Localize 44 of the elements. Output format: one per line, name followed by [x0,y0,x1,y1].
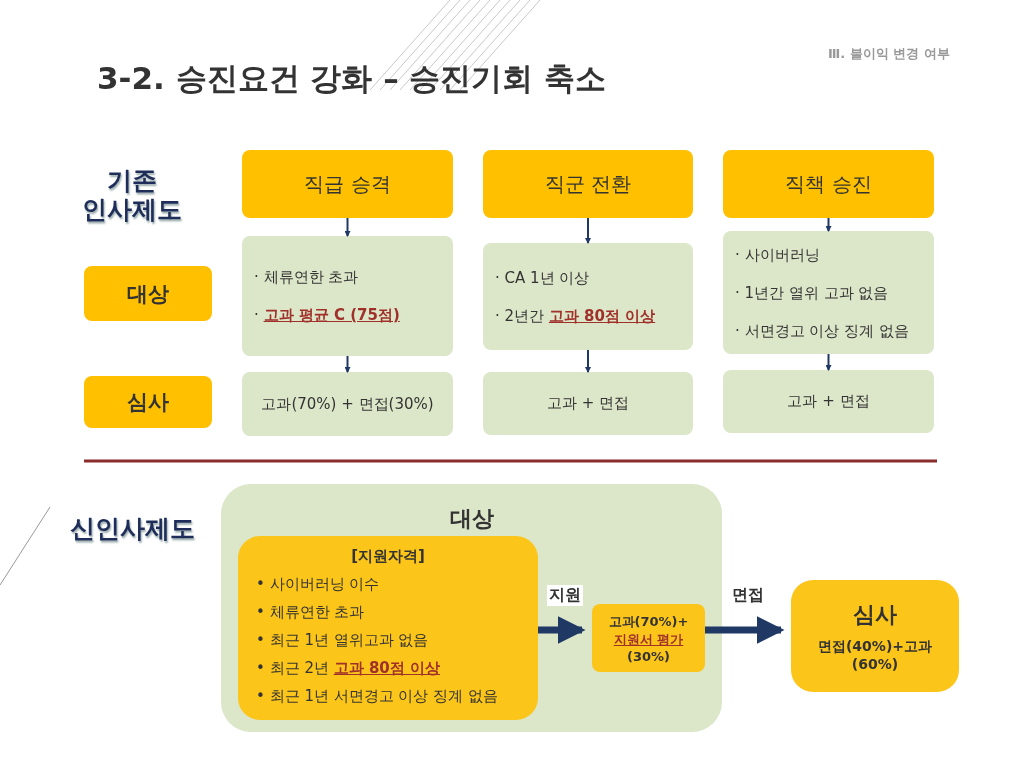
box-heading: 심사 [852,601,898,629]
bullet-text: · 고과 평균 C (75점) [254,305,401,326]
arrow [344,217,351,237]
review-box: 고과 + 면접 [483,372,693,435]
bullet-text: • 체류연한 초과 [255,601,366,623]
review-box: 고과(70%) + 면접(30%) [242,372,453,436]
arrow [585,349,591,373]
row-label-box: 대상 [84,266,212,321]
arrow [825,353,832,371]
score-box: 고과(70%)+ 지원서 평가 (30%) [592,604,705,672]
arrow [344,355,351,373]
bullet-text: · 체류연한 초과 [254,267,360,288]
bullet-text: · 사이버러닝 [735,244,821,266]
criteria-box [242,236,453,356]
section-label: Ⅲ. 불이익 변경 여부 [828,45,950,63]
arrow [825,217,832,232]
system-heading: 기존 인사제도 [81,166,183,224]
review-box [791,580,959,692]
header-box: 직군 전환 [483,150,693,218]
edge-label: 지원 [547,585,583,606]
bullet-text: · 서면경고 이상 징계 없음 [735,320,910,342]
page-title: 3-2. 승진요건 강화 – 승진기회 축소 [97,59,607,98]
system-heading: 신인사제도 [70,513,195,545]
arrow [538,616,586,644]
bullet-text: • 최근 1년 열위고과 없음 [255,629,430,651]
header-box: 직책 승진 [723,150,934,218]
row-label-box: 심사 [84,376,212,428]
score-text: 면접(40%)+고과 (60%) [816,638,933,672]
arrow [585,217,591,244]
bullet-text: • 최근 2년 고과 80점 이상 [255,657,442,679]
header-box: 직급 승격 [242,150,453,218]
bullet-text: • 사이버러닝 이수 [255,573,381,595]
panel-title: 대상 [448,505,495,533]
arrow [705,616,785,644]
bullet-text: · 1년간 열위 고과 없음 [735,282,890,304]
bullet-text: · CA 1년 이상 [495,267,591,289]
bullet-text: • 최근 1년 서면경고 이상 징계 없음 [255,685,499,707]
bullet-text: · 2년간 고과 80점 이상 [495,305,657,327]
review-box: 고과 + 면접 [723,370,934,433]
box-heading: [지원자격] [350,546,426,566]
qualification-box [238,536,538,720]
target-panel [221,484,722,732]
criteria-box [483,243,693,350]
criteria-box [723,231,934,354]
